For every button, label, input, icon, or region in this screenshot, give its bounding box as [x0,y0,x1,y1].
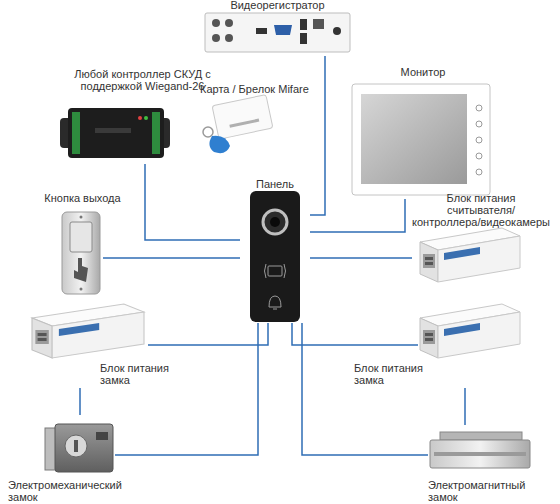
rfid-icon [265,264,286,278]
device-label: Электромагнитный замок [428,479,548,503]
wire-connector [292,323,418,345]
device-label: Видеорегистратор [200,0,355,11]
device-label: Блок питания замка [100,362,170,386]
monitor-button [476,105,482,111]
vga-port [274,25,292,35]
monitor-button [476,169,482,175]
hdmi-port [256,28,267,34]
card-print [229,119,259,128]
wire-connector [310,56,325,215]
screw [80,216,83,219]
wire-connector [302,323,428,455]
panel-node: Панель [240,176,310,323]
device-label: Блок питания замка [354,362,424,386]
lock-node: Электромеханический замок [40,415,115,504]
psu-box [32,304,144,358]
lan-port [313,19,324,29]
button-key [70,222,92,252]
lock-bolt [96,432,108,440]
device-label: Любой контроллер СКУД с поддержкой Wiega… [70,68,215,92]
monitor-illustration [352,84,490,195]
wire-connector [148,323,268,345]
lock-body [55,424,113,472]
panel-illustration [250,191,300,322]
monitor-node: Монитор [348,64,493,199]
card-icon [268,266,282,276]
bnc-port [225,19,233,27]
card-illustration [203,95,273,154]
bnc-port [212,19,220,27]
device-label: Монитор [388,66,458,78]
button-plate [62,212,100,294]
wire-connector [103,257,240,259]
hand-icon [74,258,88,282]
controller-illustration [60,108,170,158]
lock-cylinder [65,435,87,457]
device-label: Кнопка выхода [40,192,125,204]
terminal-block [152,112,160,154]
psu-box [420,228,520,282]
status-led [138,116,142,120]
monitor-button [476,121,482,127]
card-node: Карта / Брелок Mifare [200,82,318,156]
magnet-body [430,440,530,468]
wire-connector [310,199,405,232]
monitor-screen [361,94,467,184]
bell-icon [269,296,281,309]
monitor-button [476,137,482,143]
status-led [144,116,148,120]
usb-port [300,33,307,44]
logo-strip [95,128,131,133]
wire-connector [145,164,240,240]
psu-node: Блок питания замка [28,302,148,388]
psu-node: Блок питания считывателя/ контроллера/ви… [412,190,550,284]
screw [80,288,83,291]
rfid-card [212,95,273,140]
monitor-button [476,153,482,159]
device-label: Блок питания считывателя/ контроллера/ви… [412,192,550,228]
bnc-port [225,34,233,42]
device-label: Карта / Брелок Mifare [200,83,318,95]
psu-node: Блок питания замка [418,302,523,388]
camera-ring [263,210,287,234]
wire-connector [79,388,81,415]
key-ring [203,127,213,137]
wire-connector [464,388,466,425]
mount-bracket [440,432,522,440]
device-label: Панель [240,178,310,190]
wire-connector [310,257,412,259]
camera-lens [270,217,280,227]
key-slot [74,440,78,452]
em-lock-illustration [45,424,113,472]
usb-port [300,19,307,30]
monitor-frame [352,84,490,195]
device-label: Электромеханический замок [8,479,138,503]
controller-node: Любой контроллер СКУД с поддержкой Wiega… [58,66,172,164]
dvr-body [205,13,350,52]
dvr-node: Видеорегистратор [200,0,355,56]
terminal-block [72,112,80,154]
power-port [333,27,341,35]
key-fob [209,136,230,153]
exit-button-node: Кнопка выхода [58,190,103,296]
exit-button-illustration [62,212,100,294]
magnet-groove [434,452,526,456]
controller-body [68,108,164,158]
mag-lock-illustration [430,432,530,468]
lock-node: Электромагнитный замок [428,425,532,504]
dvr-illustration [205,13,350,52]
psu-box [420,304,520,358]
panel-body [250,191,300,322]
wire-connector [115,323,258,455]
bnc-port [212,34,220,42]
